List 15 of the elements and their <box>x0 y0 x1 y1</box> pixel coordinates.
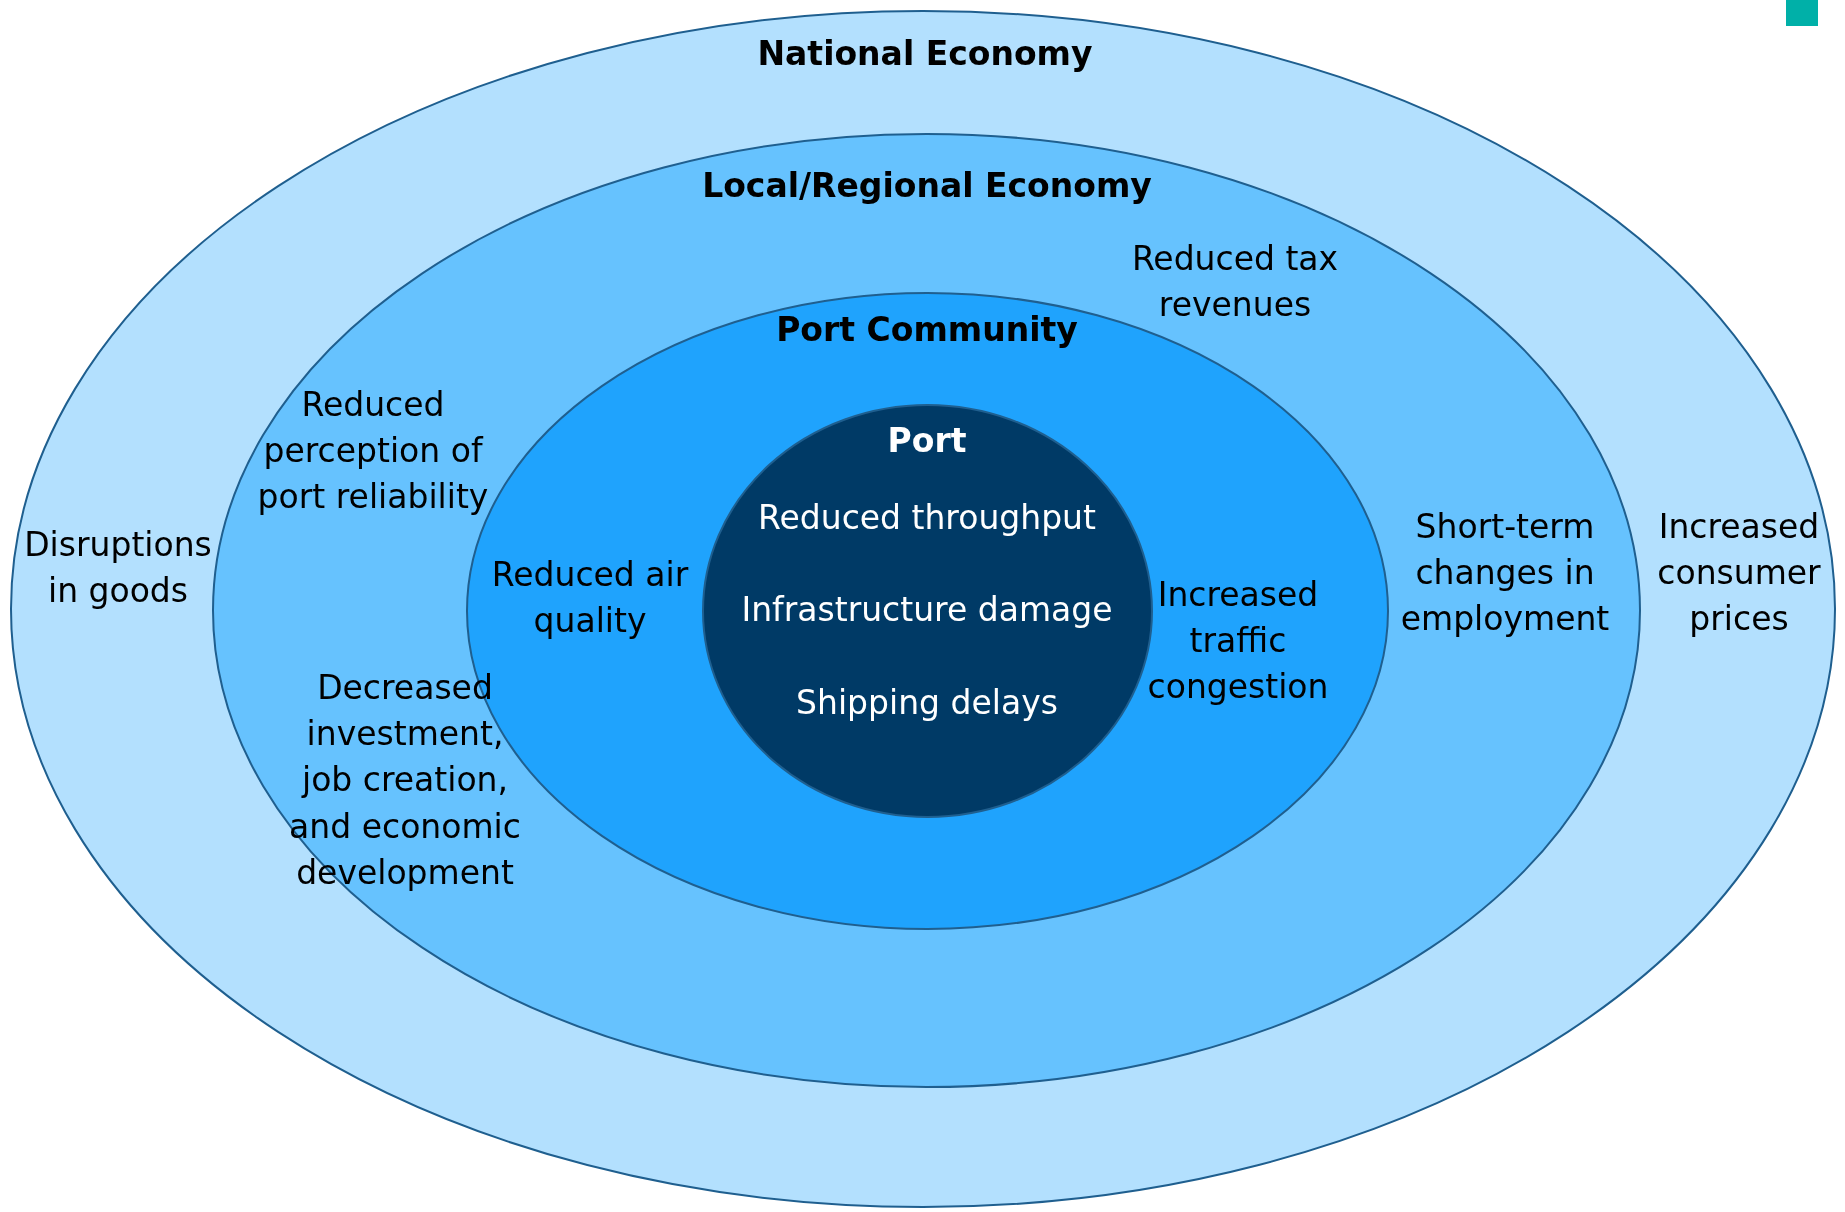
impact-label: Disruptions in goods <box>23 523 213 612</box>
ring-heading: National Economy <box>757 32 1093 75</box>
ring-heading: Port <box>887 419 967 462</box>
impact-label: Increased traffic congestion <box>1146 573 1330 709</box>
impact-label: Infrastructure damage <box>740 588 1114 631</box>
impact-label: Reduced air quality <box>490 553 690 642</box>
impact-label: Reduced throughput <box>757 496 1097 539</box>
ring-heading: Local/Regional Economy <box>702 164 1152 207</box>
impact-label: Reduced tax revenues <box>1130 237 1340 326</box>
impact-label: Increased consumer prices <box>1656 505 1822 641</box>
impact-label: Reduced perception of port reliability <box>256 383 490 519</box>
impact-label: Decreased investment, job creation, and economic development <box>288 666 522 894</box>
ring-heading: Port Community <box>776 308 1078 351</box>
impact-label: Short-term changes in employment <box>1399 505 1611 641</box>
impact-label: Shipping delays <box>795 681 1059 724</box>
